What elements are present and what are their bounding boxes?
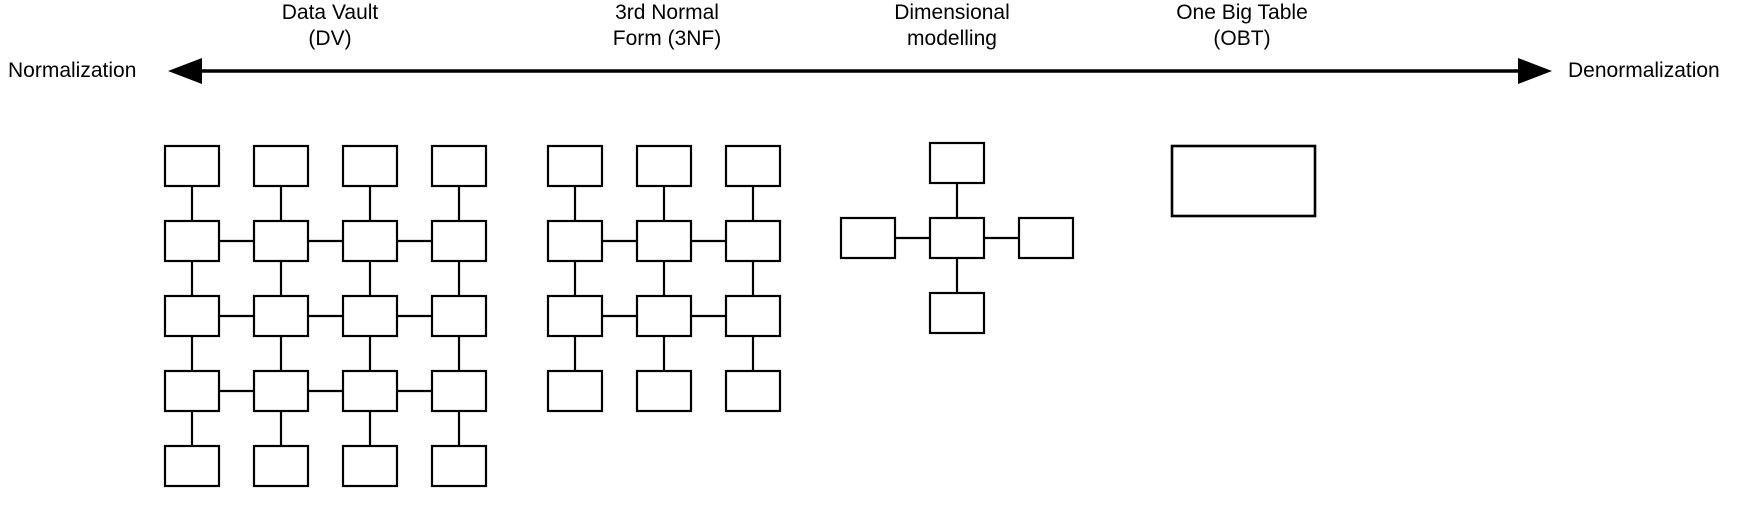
dimension-node-right	[1017, 216, 1075, 260]
table-node	[724, 369, 782, 413]
table-node	[430, 219, 488, 263]
table-node	[430, 444, 488, 488]
table-node	[430, 144, 488, 188]
stage-label-dimensional-modelling: Dimensional modelling	[894, 1, 1010, 50]
table-node	[252, 144, 310, 188]
table-node	[252, 294, 310, 338]
table-node	[430, 294, 488, 338]
table-node	[341, 444, 399, 488]
table-node	[163, 144, 221, 188]
schema-one-big-table	[1170, 144, 1317, 218]
table-node	[724, 144, 782, 188]
table-node	[724, 294, 782, 338]
stage-label-one-big-table: One Big Table (OBT)	[1176, 1, 1308, 50]
normalization-spectrum-arrow	[168, 58, 1552, 84]
table-node	[341, 294, 399, 338]
arrow-head-left	[168, 58, 202, 84]
table-node	[252, 369, 310, 413]
table-node	[163, 369, 221, 413]
table-node	[546, 219, 604, 263]
table-node	[546, 294, 604, 338]
axis-label-denormalization: Denormalization	[1568, 59, 1720, 82]
table-node	[163, 444, 221, 488]
table-node	[546, 144, 604, 188]
one-big-table-node	[1170, 144, 1317, 218]
dimension-node-top	[928, 141, 986, 185]
schema-3nf	[546, 144, 782, 413]
table-node	[635, 144, 693, 188]
table-node	[341, 369, 399, 413]
table-node	[430, 369, 488, 413]
schema-dimensional-star	[839, 141, 1075, 335]
table-node	[163, 294, 221, 338]
stage-label-data-vault: Data Vault (DV)	[281, 1, 379, 50]
arrow-head-right	[1518, 58, 1552, 84]
table-node	[635, 369, 693, 413]
table-node	[341, 144, 399, 188]
table-node	[341, 219, 399, 263]
axis-label-normalization: Normalization	[8, 59, 137, 82]
table-node	[252, 444, 310, 488]
dimension-node-bottom	[928, 291, 986, 335]
table-node	[635, 294, 693, 338]
stage-label-3nf: 3rd Normal Form (3NF)	[612, 1, 722, 50]
fact-node-center	[928, 216, 986, 260]
dimension-node-left	[839, 216, 897, 260]
schema-data-vault	[163, 144, 488, 488]
table-node	[546, 369, 604, 413]
table-node	[635, 219, 693, 263]
table-node	[252, 219, 310, 263]
table-node	[163, 219, 221, 263]
table-node	[724, 219, 782, 263]
